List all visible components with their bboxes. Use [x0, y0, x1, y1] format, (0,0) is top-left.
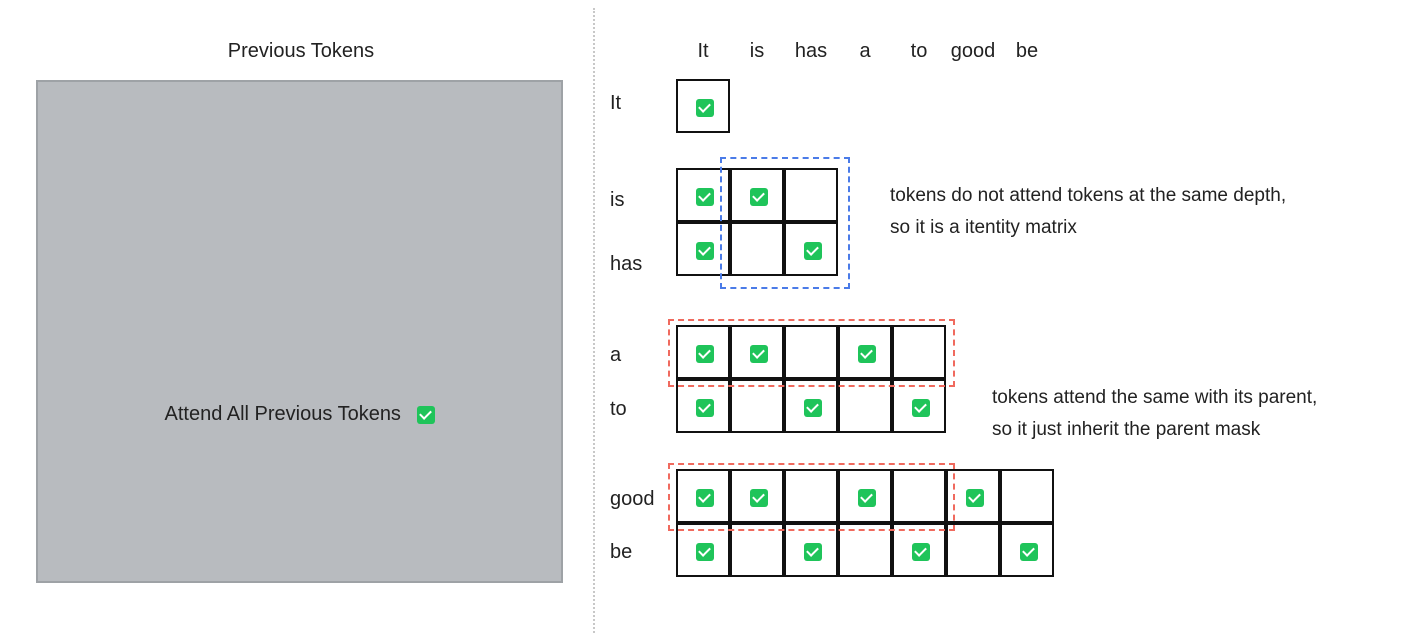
mask-cell: [838, 523, 892, 577]
previous-tokens-box: Attend All Previous Tokens: [36, 80, 563, 583]
check-icon: [1020, 543, 1038, 561]
mask-cell: [838, 379, 892, 433]
mask-cell: [838, 325, 892, 379]
check-icon: [804, 399, 822, 417]
attend-all-label: Attend All Previous Tokens: [38, 403, 561, 426]
mask-cell: [676, 379, 730, 433]
row-label-has: has: [610, 253, 643, 275]
mask-cell: [784, 523, 838, 577]
mask-cell: [892, 523, 946, 577]
mask-cell: [730, 469, 784, 523]
mask-cell: [730, 523, 784, 577]
mask-cell: [892, 325, 946, 379]
check-icon: [696, 543, 714, 561]
mask-cell: [730, 168, 784, 222]
mask-cell: [784, 379, 838, 433]
column-label-is: is: [749, 40, 765, 62]
column-label-be: be: [1015, 40, 1039, 62]
column-label-has: has: [794, 40, 828, 62]
check-icon: [912, 543, 930, 561]
mask-cell: [676, 325, 730, 379]
parent-note: tokens attend the same with its parent, …: [992, 382, 1317, 446]
row-label-It: It: [610, 92, 622, 114]
identity-note-line1: tokens do not attend tokens at the same …: [890, 185, 1287, 206]
column-label-It: It: [697, 40, 709, 62]
check-icon: [858, 489, 876, 507]
mask-cell: [892, 379, 946, 433]
check-icon: [696, 489, 714, 507]
identity-note: tokens do not attend tokens at the same …: [890, 180, 1286, 244]
row-label-to: to: [610, 398, 627, 420]
identity-highlight-box: [720, 157, 850, 289]
column-label-a: a: [859, 40, 871, 62]
row-label-good: good: [610, 488, 655, 510]
check-icon: [696, 242, 714, 260]
parent-highlight-box-a: [668, 319, 955, 387]
identity-note-line2: so it is a itentity matrix: [890, 217, 1077, 238]
check-icon: [912, 399, 930, 417]
mask-cell: [730, 379, 784, 433]
mask-cell: [784, 222, 838, 276]
check-icon: [858, 345, 876, 363]
mask-cell: [676, 523, 730, 577]
mask-cell: [838, 469, 892, 523]
check-icon: [750, 188, 768, 206]
mask-cell: [676, 469, 730, 523]
check-icon: [750, 489, 768, 507]
mask-cell: [946, 523, 1000, 577]
column-label-good: good: [950, 40, 996, 62]
dotted-divider: [593, 8, 595, 633]
attend-all-text: Attend All Previous Tokens: [164, 403, 401, 426]
mask-cell: [730, 325, 784, 379]
mask-cell: [1000, 523, 1054, 577]
check-icon: [966, 489, 984, 507]
check-icon: [696, 99, 714, 117]
mask-cell: [892, 469, 946, 523]
check-icon: [416, 405, 435, 424]
mask-cell: [1000, 469, 1054, 523]
mask-cell: [784, 168, 838, 222]
row-label-is: is: [610, 189, 625, 211]
check-icon: [804, 543, 822, 561]
row-label-a: a: [610, 344, 622, 366]
row-label-be: be: [610, 541, 633, 563]
check-icon: [750, 345, 768, 363]
mask-cell: [676, 79, 730, 133]
parent-note-line1: tokens attend the same with its parent,: [992, 387, 1318, 408]
mask-cell: [784, 325, 838, 379]
mask-cell: [784, 469, 838, 523]
check-icon: [696, 345, 714, 363]
column-label-to: to: [910, 40, 928, 62]
parent-note-line2: so it just inherit the parent mask: [992, 419, 1261, 440]
check-icon: [696, 188, 714, 206]
check-icon: [804, 242, 822, 260]
mask-cell: [946, 469, 1000, 523]
previous-tokens-title: Previous Tokens: [227, 40, 375, 62]
mask-cell: [730, 222, 784, 276]
check-icon: [696, 399, 714, 417]
parent-highlight-box-good: [668, 463, 955, 531]
